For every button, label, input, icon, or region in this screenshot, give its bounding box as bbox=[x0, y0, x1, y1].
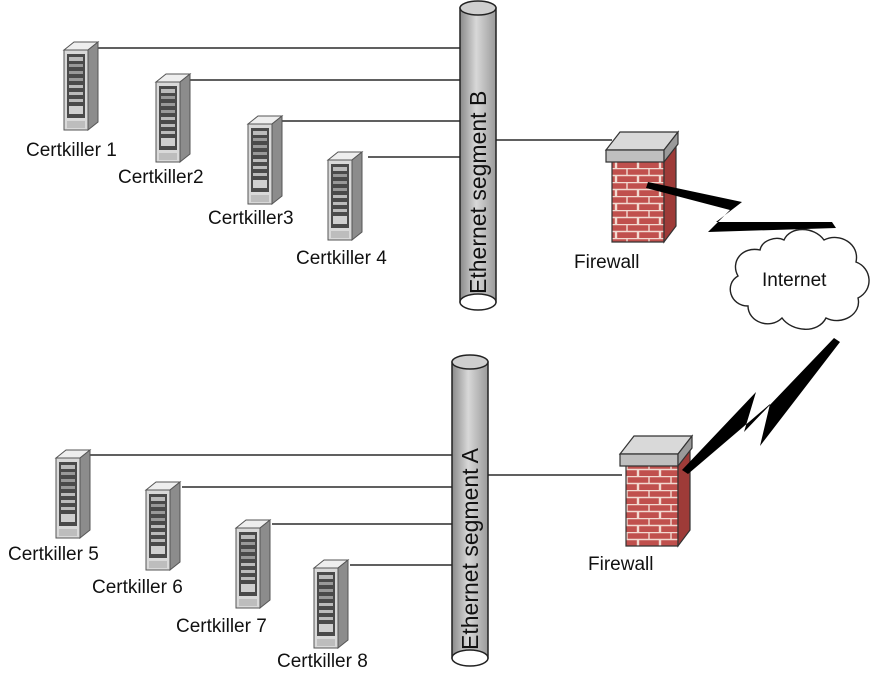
server-7-icon bbox=[235, 519, 271, 609]
server-1-icon bbox=[63, 41, 99, 131]
segment-b-label: Ethernet segment B bbox=[465, 91, 491, 294]
firewall-bottom-label: Firewall bbox=[588, 554, 653, 575]
server-4-label: Certkiller 4 bbox=[296, 248, 387, 269]
server-8: Certkiller 8 bbox=[277, 559, 368, 672]
server-6: Certkiller 6 bbox=[92, 481, 183, 598]
server-2-icon bbox=[155, 73, 191, 163]
server-7: Certkiller 7 bbox=[176, 519, 271, 637]
server-2-label: Certkiller2 bbox=[118, 167, 204, 188]
segment-b-links bbox=[98, 47, 612, 158]
server-6-icon bbox=[145, 481, 181, 571]
firewall-top-label: Firewall bbox=[574, 252, 639, 273]
server-4: Certkiller 4 bbox=[296, 151, 387, 269]
server-3-icon bbox=[247, 115, 283, 205]
segment-a-links bbox=[90, 454, 622, 566]
firewall-bottom: Firewall bbox=[588, 434, 694, 575]
server-8-icon bbox=[313, 559, 349, 649]
server-3-label: Certkiller3 bbox=[208, 208, 294, 229]
server-3: Certkiller3 bbox=[208, 115, 294, 229]
ethernet-segment-a: Ethernet segment A bbox=[451, 354, 489, 667]
server-1: Certkiller 1 bbox=[26, 41, 117, 161]
segment-a-label: Ethernet segment A bbox=[457, 447, 483, 650]
server-7-label: Certkiller 7 bbox=[176, 616, 267, 637]
server-5: Certkiller 5 bbox=[8, 449, 99, 565]
server-6-label: Certkiller 6 bbox=[92, 577, 183, 598]
firewall-top: Firewall bbox=[574, 130, 680, 273]
wan-link-bottom bbox=[682, 338, 840, 474]
internet-cloud: Internet bbox=[729, 228, 870, 330]
server-2: Certkiller2 bbox=[118, 73, 204, 188]
internet-label: Internet bbox=[762, 270, 827, 291]
server-5-icon bbox=[55, 449, 91, 539]
ethernet-segment-b: Ethernet segment B bbox=[459, 0, 497, 311]
wan-link-top bbox=[646, 182, 836, 232]
server-5-label: Certkiller 5 bbox=[8, 544, 99, 565]
server-1-label: Certkiller 1 bbox=[26, 140, 117, 161]
server-4-icon bbox=[327, 151, 363, 241]
server-8-label: Certkiller 8 bbox=[277, 651, 368, 672]
